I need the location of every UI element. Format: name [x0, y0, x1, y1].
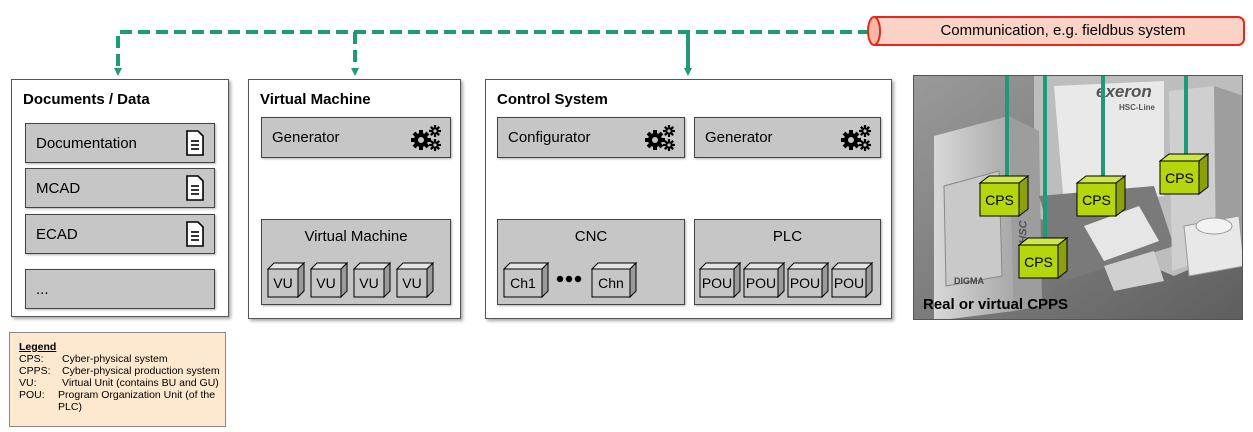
cps-cube[interactable]: CPS [978, 174, 1030, 218]
more-label: ... [36, 280, 49, 298]
pou-label: POU [789, 275, 821, 291]
control-system-panel: Control System Configurator Generator CN… [485, 79, 892, 319]
cps-cube[interactable]: CPS [1075, 174, 1127, 218]
vu-cube[interactable]: VU [309, 261, 349, 299]
cps-cube[interactable]: CPS [1158, 152, 1210, 196]
pou-label: POU [745, 275, 777, 291]
ecad-item[interactable]: ECAD [25, 214, 215, 254]
pou-cube[interactable]: POU [786, 261, 830, 299]
documents-title: Documents / Data [23, 91, 150, 108]
dashed-link-documents [114, 30, 870, 76]
virtual-machine-title: Virtual Machine [260, 91, 371, 108]
cps-cube[interactable]: CPS [1017, 236, 1069, 280]
mcad-item[interactable]: MCAD [25, 168, 215, 208]
cpps-panel: exeron HSC-Line DIGMA HSC CPS CPS CPS CP… [913, 75, 1243, 320]
cnc-box[interactable]: CNC Ch1 Chn [497, 219, 685, 305]
cps-links [1005, 76, 1188, 239]
cps-label: CPS [1082, 191, 1111, 208]
cnc-title: CNC [574, 228, 608, 245]
gears-icon [411, 125, 441, 151]
communication-bus: Communication, e.g. fieldbus system [866, 16, 1248, 46]
vu-cube[interactable]: VU [266, 261, 306, 299]
document-icon [186, 175, 204, 201]
pou-cube[interactable]: POU [698, 261, 742, 299]
pou-label: POU [701, 275, 733, 291]
legend-title: Legend [19, 341, 57, 353]
pou-cube[interactable]: POU [742, 261, 786, 299]
cpps-caption: Real or virtual CPPS [923, 296, 1069, 313]
channel-label: Chn [598, 275, 624, 291]
machine-brand: exeron [1096, 82, 1152, 101]
vm-generator-label: Generator [272, 129, 340, 146]
mcad-label: MCAD [36, 179, 81, 197]
cps-label: CPS [985, 191, 1014, 208]
cps-label: CPS [1165, 169, 1194, 186]
legend-entry: CPS:Cyber-physical system [19, 353, 168, 365]
document-icon [186, 221, 204, 247]
channel-label: Ch1 [510, 275, 536, 291]
vu-cube[interactable]: VU [352, 261, 392, 299]
vu-cube[interactable]: VU [395, 261, 435, 299]
vu-label: VU [402, 275, 422, 291]
gears-icon [841, 125, 871, 151]
vm-inner-box[interactable]: Virtual Machine VU VU VU VU [261, 219, 451, 305]
legend-entry: VU:Virtual Unit (contains BU and GU) [19, 377, 219, 389]
ellipsis-dots [556, 271, 582, 283]
configurator-label: Configurator [508, 129, 591, 146]
documents-panel: Documents / Data Documentation MCAD ECAD… [11, 79, 229, 317]
plc-box[interactable]: PLC POU POU POU POU [694, 219, 881, 305]
virtual-machine-panel: Virtual Machine Generator [248, 79, 461, 319]
vm-inner-title: Virtual Machine [304, 228, 408, 245]
channel-cube[interactable]: Ch1 [502, 261, 550, 299]
control-system-title: Control System [497, 91, 608, 108]
ecad-label: ECAD [36, 225, 78, 243]
legend-entry: CPPS:Cyber-physical production system [19, 365, 220, 377]
vu-label: VU [316, 275, 336, 291]
plc-generator-label: Generator [705, 129, 773, 146]
more-item[interactable]: ... [25, 269, 215, 309]
plc-generator-box[interactable]: Generator [694, 117, 881, 158]
configurator-box[interactable]: Configurator [497, 117, 685, 158]
machine-maker: DIGMA [954, 276, 984, 286]
gears-icon [645, 125, 675, 151]
legend: Legend CPS:Cyber-physical system CPPS:Cy… [9, 332, 226, 427]
vm-generator-box[interactable]: Generator [261, 117, 451, 158]
channel-cube[interactable]: Chn [590, 261, 638, 299]
pou-cube[interactable]: POU [830, 261, 874, 299]
documentation-item[interactable]: Documentation [25, 123, 215, 163]
vu-label: VU [273, 275, 293, 291]
vu-label: VU [359, 275, 379, 291]
plc-title: PLC [772, 228, 803, 245]
pou-label: POU [833, 275, 865, 291]
machine-model: HSC-Line [1119, 103, 1155, 112]
legend-entry: POU:Program Organization Unit (of the PL… [19, 389, 216, 413]
documentation-label: Documentation [36, 134, 137, 152]
communication-label: Communication, e.g. fieldbus system [940, 22, 1186, 39]
document-icon [186, 130, 204, 156]
cps-label: CPS [1024, 253, 1053, 270]
